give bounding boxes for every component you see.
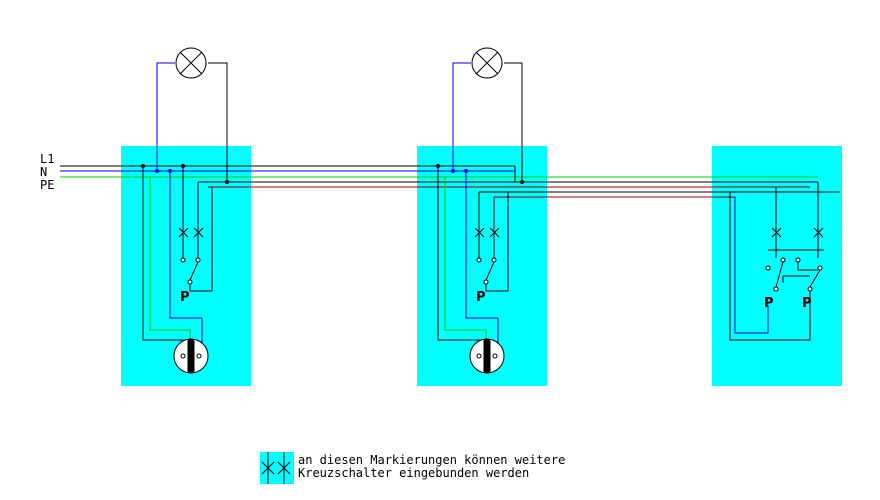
label-n: N	[40, 165, 47, 179]
box1-wiring	[142, 62, 818, 358]
switch-3a-label: P	[764, 296, 774, 311]
box2-wiring	[437, 62, 840, 358]
switch-2-icon	[474, 227, 500, 285]
switch-1-label: P	[180, 290, 190, 305]
legend-marker-icon	[260, 452, 294, 484]
lamp-2-icon	[471, 47, 503, 79]
switch-1-icon	[178, 227, 204, 285]
box3-wiring	[729, 182, 824, 341]
label-pe: PE	[40, 178, 54, 192]
legend-text-line2: Kreuzschalter eingebunden werden	[298, 466, 529, 480]
label-l1: L1	[40, 152, 54, 166]
lamp-1-icon	[175, 47, 207, 79]
switch-3b-label: P	[802, 296, 812, 311]
switch-2-label: P	[476, 290, 486, 305]
switch-3-icon	[765, 227, 824, 292]
junction-dots	[141, 164, 524, 184]
legend-text-line1: an diesen Markierungen können weitere	[298, 453, 565, 467]
socket-2-icon	[469, 338, 505, 374]
socket-1-icon	[173, 338, 209, 374]
